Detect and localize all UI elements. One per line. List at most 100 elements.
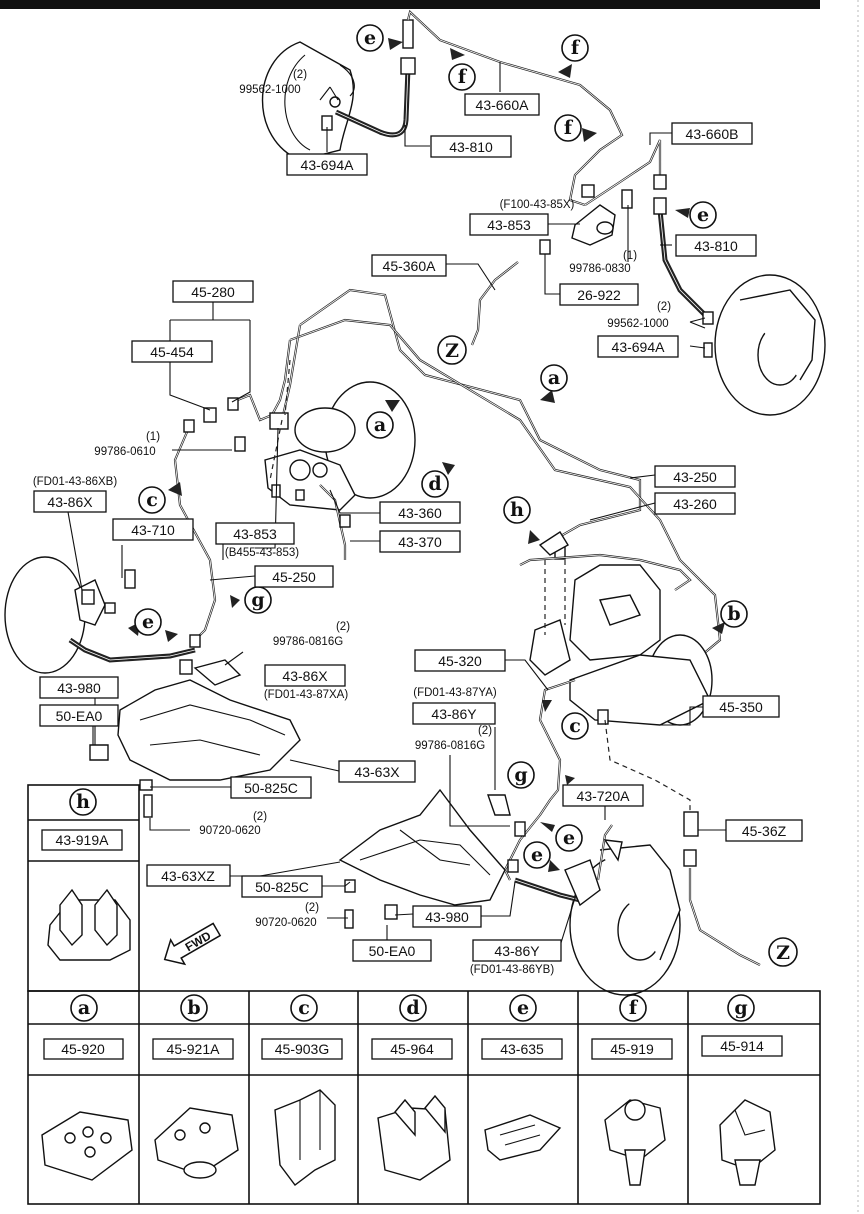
label-43-980-mid: 43-980 — [425, 909, 469, 925]
svg-text:h: h — [76, 791, 90, 813]
clip-a-part: 45-920 — [61, 1041, 105, 1057]
clip-c-icon — [274, 1089, 336, 1186]
callout-e-4: e — [555, 824, 583, 852]
label-43-360: 43-360 — [398, 505, 442, 521]
svg-text:b: b — [187, 997, 200, 1019]
callout-arrows — [128, 38, 725, 872]
callout-a-2: a — [366, 411, 394, 439]
svg-text:h: h — [510, 499, 524, 521]
label-43-370: 43-370 — [398, 534, 442, 550]
label-99786-0816G-left: 99786-0816G — [273, 636, 343, 648]
callout-f-1: f — [448, 63, 476, 91]
svg-text:g: g — [251, 589, 264, 611]
label-43-853-top: 43-853 — [487, 217, 531, 233]
label-fd01-43-87ya: (FD01-43-87YA) — [413, 687, 497, 699]
callout-a-1: a — [540, 364, 568, 392]
label-43-63X: 43-63X — [354, 764, 400, 780]
svg-text:e: e — [531, 844, 543, 866]
svg-text:f: f — [458, 66, 468, 88]
svg-text:(2): (2) — [657, 301, 671, 313]
svg-text:e: e — [697, 204, 709, 226]
svg-text:f: f — [571, 37, 581, 59]
svg-text:c: c — [569, 715, 581, 737]
clip-h-letter: h — [69, 788, 97, 816]
svg-text:a: a — [374, 414, 386, 436]
svg-text:e: e — [517, 997, 529, 1019]
label-45-280: 45-280 — [191, 284, 235, 300]
clip-d-letter: d — [399, 994, 427, 1022]
label-50-825C-mid: 50-825C — [255, 879, 309, 895]
callout-g-2: g — [507, 761, 535, 789]
label-50-EA0-mid: 50-EA0 — [369, 943, 416, 959]
svg-text:a: a — [78, 997, 90, 1019]
clip-b-icon — [154, 1107, 239, 1179]
label-50-EA0-left: 50-EA0 — [56, 708, 103, 724]
callout-f-2: f — [561, 34, 589, 62]
svg-text:g: g — [514, 764, 527, 786]
label-45-36Z: 45-36Z — [742, 823, 787, 839]
label-43-86X-left: 43-86X — [47, 494, 93, 510]
top-border-bar — [0, 0, 820, 9]
label-43-810-top: 43-810 — [449, 139, 493, 155]
svg-text:a: a — [548, 367, 560, 389]
callout-e-2: e — [689, 201, 717, 229]
clip-g-letter: g — [727, 994, 755, 1022]
clip-legend-table: h 43-919A a 45-920 b 45-921A c 45-903G — [27, 784, 821, 1205]
label-fd01-43-87xa: (FD01-43-87XA) — [264, 689, 349, 701]
label-43-660B: 43-660B — [686, 126, 739, 142]
label-43-694A-top: 43-694A — [301, 157, 355, 173]
svg-text:(1): (1) — [623, 250, 637, 262]
svg-text:(2): (2) — [293, 69, 307, 81]
clip-e-icon — [484, 1114, 562, 1161]
clip-f-letter: f — [619, 994, 647, 1022]
label-50-825C-left: 50-825C — [244, 780, 298, 796]
svg-text:d: d — [406, 997, 419, 1019]
fwd-arrow-icon: FWD — [163, 922, 222, 966]
clip-f-part: 45-919 — [610, 1041, 654, 1057]
callout-e-3: e — [134, 608, 162, 636]
svg-text:b: b — [727, 603, 740, 625]
callout-c-2: c — [561, 712, 589, 740]
label-43-694A-right: 43-694A — [612, 339, 666, 355]
clip-d-part: 45-964 — [390, 1041, 434, 1057]
part-labels: 43-660A (2) 99562-1000 43-810 43-694A 43… — [33, 69, 803, 976]
callout-g-1: g — [244, 586, 272, 614]
clip-f-icon — [604, 1099, 666, 1186]
callout-f-3: f — [554, 114, 582, 142]
clip-c-part: 45-903G — [275, 1041, 329, 1057]
label-45-350: 45-350 — [719, 699, 763, 715]
label-43-86X-mid: 43-86X — [282, 668, 328, 684]
svg-text:(2): (2) — [336, 621, 350, 633]
svg-text:(2): (2) — [478, 725, 492, 737]
svg-text:(1): (1) — [146, 431, 160, 443]
clip-d-icon — [377, 1094, 451, 1181]
clip-a-icon — [41, 1111, 133, 1181]
svg-text:Z: Z — [445, 340, 459, 362]
clip-g-icon — [719, 1099, 776, 1186]
callout-e-1: e — [356, 24, 384, 52]
label-99562-1000-top: 99562-1000 — [239, 84, 300, 96]
label-45-250: 45-250 — [272, 569, 316, 585]
clip-h-icon — [47, 888, 131, 961]
clip-b-letter: b — [180, 994, 208, 1022]
clip-e-part: 43-635 — [500, 1041, 544, 1057]
svg-text:(2): (2) — [305, 902, 319, 914]
label-90720-0620-mid: 90720-0620 — [255, 917, 316, 929]
label-99786-0610: 99786-0610 — [94, 446, 155, 458]
svg-text:f: f — [629, 997, 639, 1019]
svg-text:e: e — [142, 611, 154, 633]
label-43-260: 43-260 — [673, 496, 717, 512]
label-f100-43-85x: (F100-43-85X) — [500, 199, 575, 211]
callout-h-1: h — [503, 496, 531, 524]
callout-c-1: c — [138, 486, 166, 514]
svg-text:d: d — [428, 473, 441, 495]
callout-d-1: d — [421, 470, 449, 498]
label-90720-0620-left: 90720-0620 — [199, 825, 260, 837]
clip-a-letter: a — [70, 994, 98, 1022]
label-43-660A: 43-660A — [476, 97, 530, 113]
svg-text:g: g — [734, 997, 747, 1019]
callout-b-1: b — [720, 600, 748, 628]
clip-b-part: 45-921A — [167, 1041, 221, 1057]
svg-text:(2): (2) — [253, 811, 267, 823]
